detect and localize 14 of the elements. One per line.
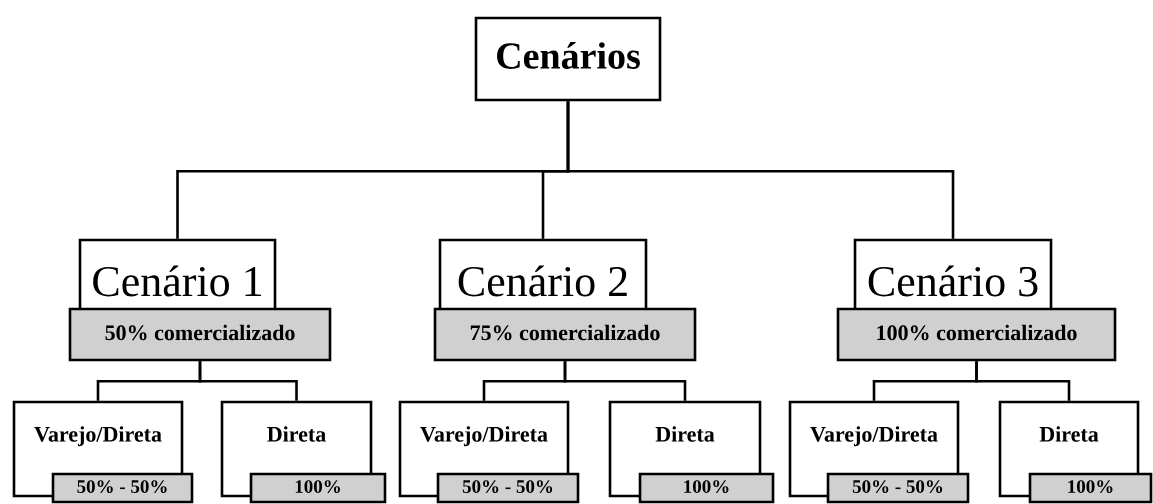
- connector-line: [563, 361, 687, 401]
- percentage-box: 100% comercializado: [836, 307, 1117, 362]
- share-box: 100%: [249, 472, 387, 504]
- connector-line: [975, 361, 1071, 401]
- share-box: 50% - 50%: [436, 472, 580, 504]
- share-box: 100%: [638, 472, 775, 504]
- share-box: 100%: [1028, 472, 1153, 504]
- connector-line: [198, 361, 298, 401]
- share-box: 50% - 50%: [51, 472, 194, 504]
- percentage-box: 50% comercializado: [68, 307, 332, 362]
- root-box: Cenários: [474, 16, 662, 102]
- percentage-box: 75% comercializado: [433, 307, 697, 362]
- connector-line: [566, 101, 955, 239]
- share-box: 50% - 50%: [826, 472, 970, 504]
